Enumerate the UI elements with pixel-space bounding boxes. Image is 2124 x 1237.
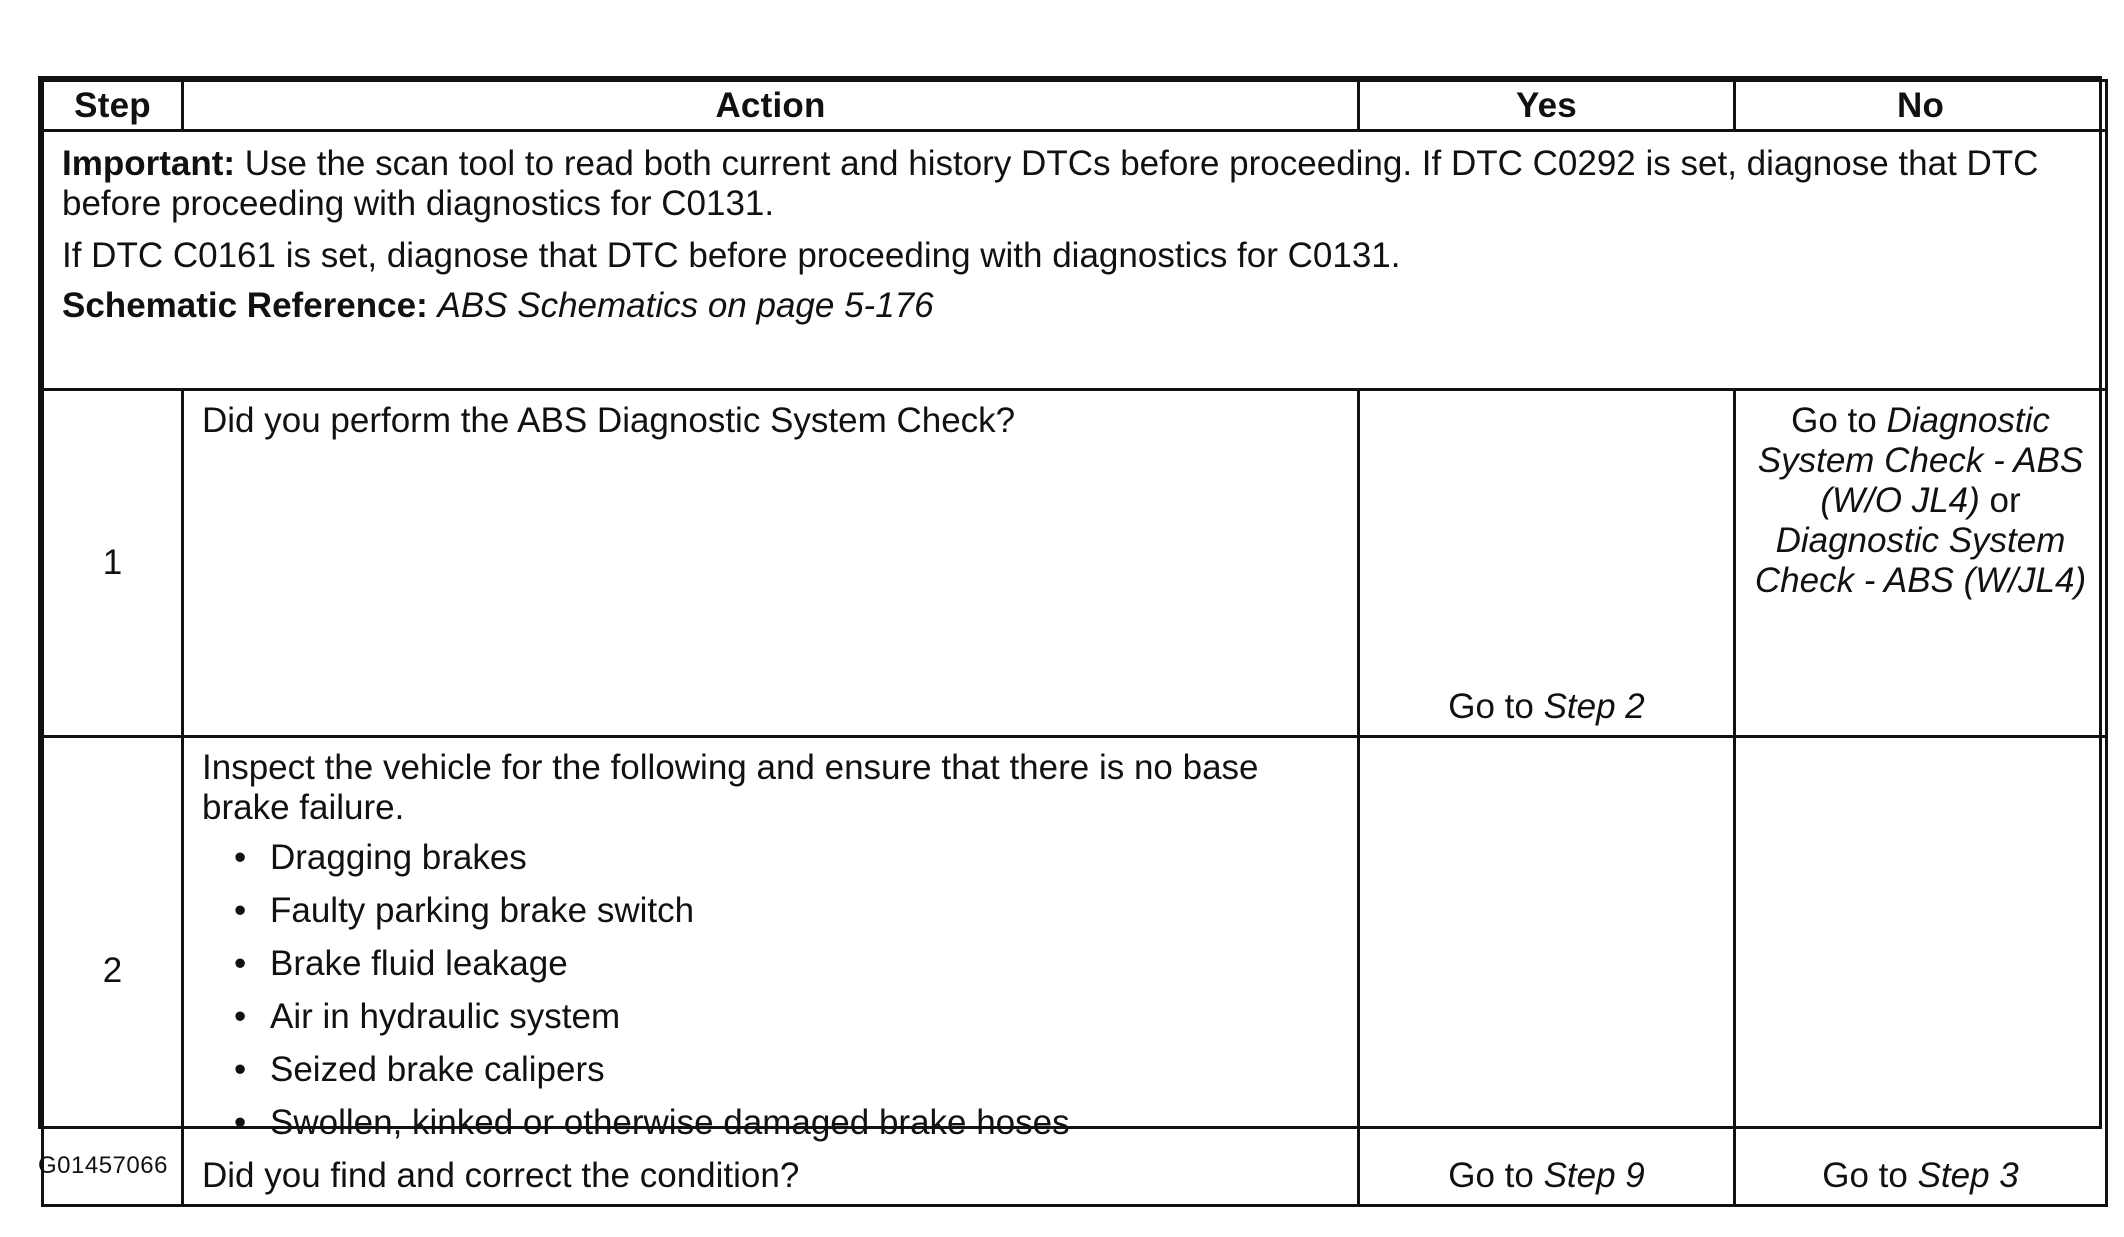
step-ref-link: Step 3 <box>1917 1156 2019 1195</box>
important-note-cell: Important: Use the scan tool to read bot… <box>41 129 2108 391</box>
diagnostic-check-wo-jl4-link: Diagnostic System Check - ABS (W/O JL4) <box>1757 401 2084 520</box>
bullet-icon: • <box>234 944 247 983</box>
header-step: Step <box>41 79 184 132</box>
action-intro: Inspect the vehicle for the following an… <box>202 748 1259 827</box>
important-label: Important: <box>62 144 236 183</box>
action-question: Did you perform the ABS Diagnostic Syste… <box>202 401 1016 440</box>
list-item: • Brake fluid leakage <box>234 944 1339 984</box>
bullet-icon: • <box>234 1103 247 1142</box>
bullet-icon: • <box>234 838 247 877</box>
yes-goto: Go to Step 9 <box>1360 1156 1733 1196</box>
goto-prefix: Go to <box>1791 401 1887 440</box>
action-question: Did you find and correct the condition? <box>202 1156 800 1195</box>
goto-prefix: Go to <box>1448 687 1544 726</box>
diagnostic-table: Step Action Yes No Important: Use the sc… <box>41 79 2108 1207</box>
yes-goto: Go to Step 2 <box>1360 687 1733 727</box>
step-number: 1 <box>41 388 184 738</box>
list-item: • Seized brake calipers <box>234 1050 1339 1090</box>
goto-prefix: Go to <box>1448 1156 1544 1195</box>
list-item: • Swollen, kinked or otherwise damaged br… <box>234 1103 1339 1143</box>
step-number: 2 <box>41 735 184 1207</box>
header-no: No <box>1733 79 2108 132</box>
schematic-reference-link: ABS Schematics on page 5-176 <box>437 286 934 325</box>
bullet-icon: • <box>234 891 247 930</box>
check-text: Dragging brakes <box>270 838 527 877</box>
dtc-c0161-paragraph: If DTC C0161 is set, diagnose that DTC b… <box>62 236 1401 275</box>
step-action: Did you perform the ABS Diagnostic Syste… <box>181 388 1360 738</box>
important-note-row: Important: Use the scan tool to read bot… <box>41 129 2108 391</box>
step-no-cell: Go to Diagnostic System Check - ABS (W/O… <box>1733 388 2108 738</box>
table-header-row: Step Action Yes No <box>41 79 2108 132</box>
check-text: Faulty parking brake switch <box>270 891 695 930</box>
step-yes-cell: Go to Step 9 <box>1357 735 1736 1207</box>
goto-prefix: Go to <box>1822 1156 1918 1195</box>
list-item: • Dragging brakes <box>234 838 1339 878</box>
header-action: Action <box>181 79 1360 132</box>
list-item: • Faulty parking brake switch <box>234 891 1339 931</box>
table-row-step-2: 2 Inspect the vehicle for the following … <box>41 735 2108 1207</box>
figure-code: G01457066 <box>38 1152 168 1179</box>
diagnostic-check-w-jl4-link: Diagnostic System Check - ABS (W/JL4) <box>1754 521 2087 600</box>
step-yes-cell: Go to Step 2 <box>1357 388 1736 738</box>
step-action: Inspect the vehicle for the following an… <box>181 735 1360 1207</box>
header-yes: Yes <box>1357 79 1736 132</box>
bullet-icon: • <box>234 1050 247 1089</box>
check-text: Swollen, kinked or otherwise damaged bra… <box>270 1103 1070 1142</box>
check-text: Brake fluid leakage <box>270 944 568 983</box>
no-goto: Go to Diagnostic System Check - ABS (W/O… <box>1736 391 2105 601</box>
schematic-paragraph: Schematic Reference: ABS Schematics on p… <box>62 286 2087 326</box>
or-text: or <box>1979 481 2021 520</box>
list-item: • Air in hydraulic system <box>234 997 1339 1037</box>
bullet-icon: • <box>234 997 247 1036</box>
important-text: Use the scan tool to read both current a… <box>62 144 2039 223</box>
table-row-step-1: 1 Did you perform the ABS Diagnostic Sys… <box>41 388 2108 738</box>
check-text: Seized brake calipers <box>270 1050 605 1089</box>
check-text: Air in hydraulic system <box>270 997 621 1036</box>
no-goto: Go to Step 3 <box>1736 1156 2105 1196</box>
schematic-label: Schematic Reference: <box>62 286 428 325</box>
inspection-checklist: • Dragging brakes • Faulty parking brake s… <box>202 838 1339 1143</box>
step-ref-link: Step 2 <box>1543 687 1645 726</box>
important-paragraph: Important: Use the scan tool to read bot… <box>62 144 2087 224</box>
step-ref-link: Step 9 <box>1543 1156 1645 1195</box>
diagnostic-table-frame: Step Action Yes No Important: Use the sc… <box>38 76 2108 1207</box>
step-no-cell: Go to Step 3 <box>1733 735 2108 1207</box>
